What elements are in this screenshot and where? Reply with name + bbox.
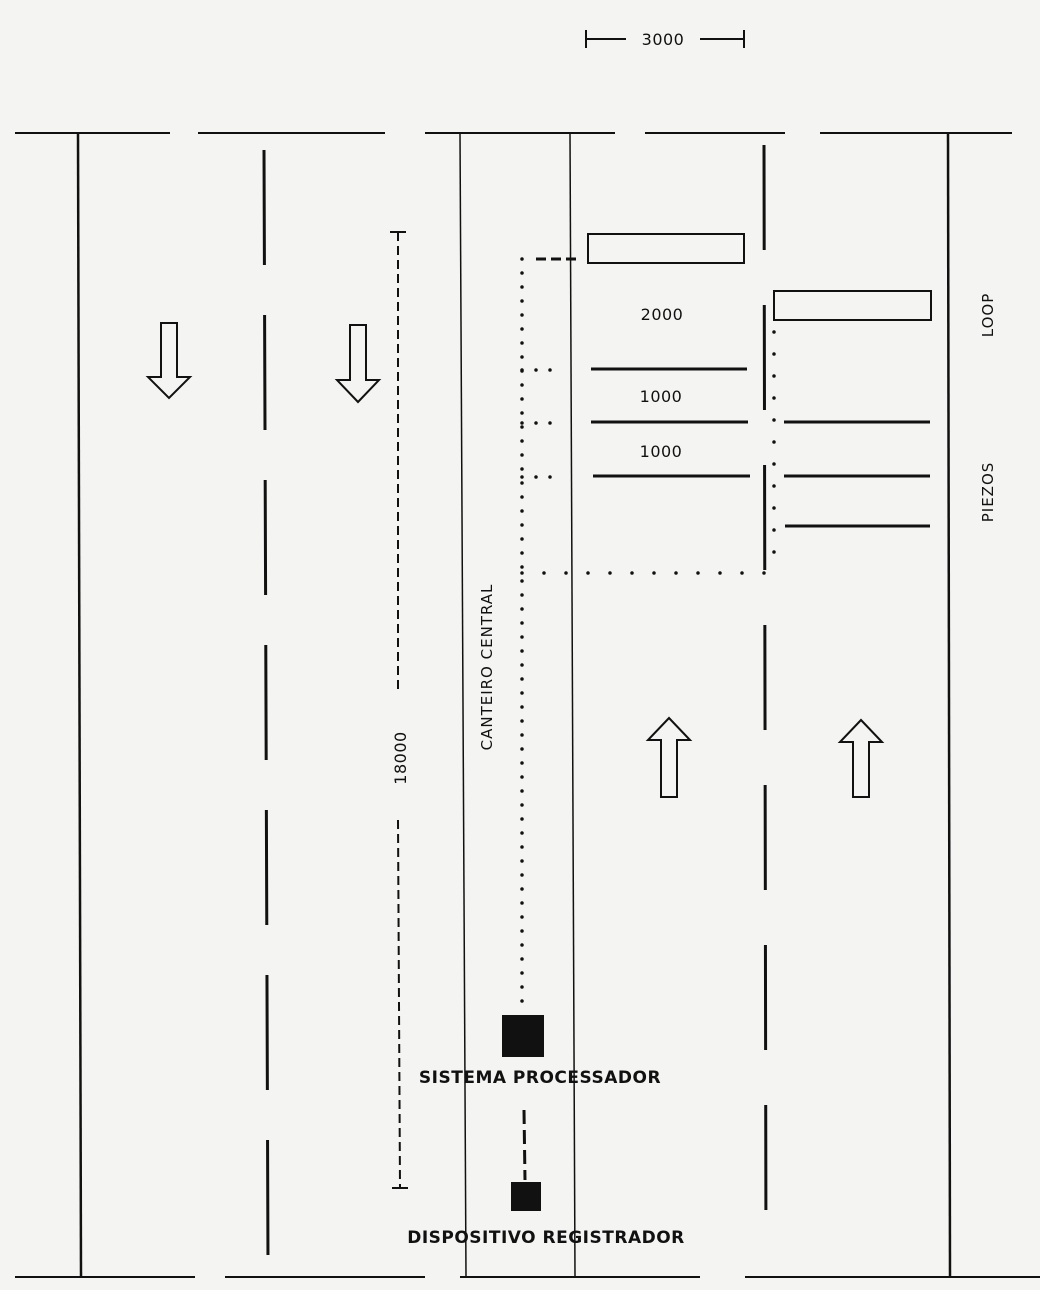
sensor-wiring bbox=[520, 257, 776, 1010]
down-arrow-icon bbox=[334, 324, 382, 404]
down-arrow-icon bbox=[145, 322, 193, 400]
left-lane-divider bbox=[262, 149, 270, 1266]
piezo-spacing-label: 1000 bbox=[640, 442, 683, 461]
vertical-dimension-label: 18000 bbox=[391, 731, 410, 784]
processor-label: SISTEMA PROCESSADOR bbox=[419, 1068, 661, 1088]
recorder-box bbox=[511, 1182, 541, 1211]
piezo-spacing-label: 1000 bbox=[640, 387, 683, 406]
loop-detector bbox=[773, 290, 932, 321]
piezo-sensors bbox=[591, 367, 930, 528]
median-label: CANTEIRO CENTRAL bbox=[478, 584, 496, 751]
median-left-edge bbox=[459, 132, 467, 1278]
piezos-label: PIEZOS bbox=[979, 462, 997, 523]
right-road-edge bbox=[946, 132, 952, 1278]
recorder-label: DISPOSITIVO REGISTRADOR bbox=[407, 1228, 685, 1248]
vertical-dimension-line bbox=[390, 231, 408, 1189]
right-lane-divider bbox=[762, 144, 768, 1266]
processor-recorder-link bbox=[522, 1109, 527, 1181]
top-dimension-line bbox=[585, 30, 745, 48]
up-arrow-icon bbox=[837, 718, 885, 798]
top-dimension-label: 3000 bbox=[642, 30, 685, 49]
loop-spacing-label: 2000 bbox=[641, 305, 684, 324]
loop-label: LOOP bbox=[979, 293, 997, 337]
loop-detector bbox=[587, 233, 745, 264]
left-road-edge bbox=[76, 132, 83, 1278]
up-arrow-icon bbox=[645, 716, 693, 798]
median-right-edge bbox=[569, 132, 576, 1278]
processor-box bbox=[502, 1015, 544, 1057]
